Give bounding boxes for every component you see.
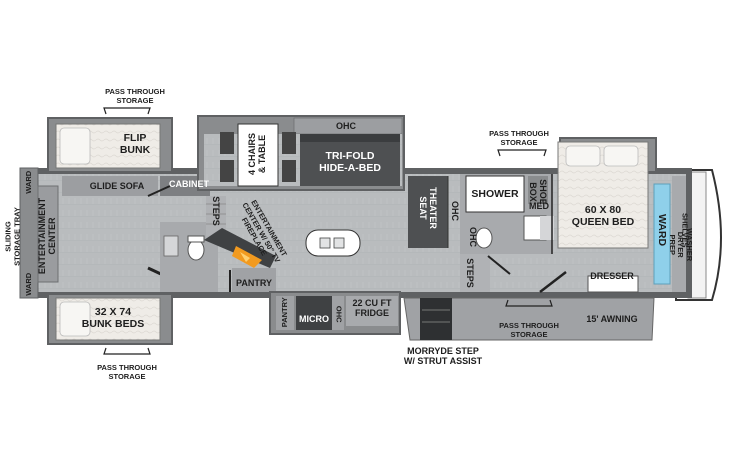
label-pantry-main: PANTRY	[236, 278, 272, 288]
pantry-main	[232, 268, 276, 292]
label-shower: SHOWER	[471, 188, 519, 200]
label-dresser: DRESSER	[590, 271, 634, 281]
wardrobe-right	[653, 183, 671, 285]
label-micro: MICRO	[299, 314, 329, 324]
queen-pillow-1	[565, 145, 601, 167]
bunk-beds-pillow	[59, 301, 91, 337]
label-sliding-storage-tray: SLIDING STORAGE TRAY	[3, 207, 22, 266]
fridge	[346, 296, 398, 326]
storage-door-top-left	[103, 107, 151, 115]
label-shelves: SHELVES	[680, 213, 690, 248]
toilet-left	[187, 239, 205, 261]
label-theater-seat: THEATER SEAT	[418, 187, 438, 229]
storage-door-bottom-right	[505, 299, 553, 307]
chair-4	[282, 160, 296, 182]
label-flip-bunk: FLIP BUNK	[119, 132, 151, 156]
storage-door-top-right	[497, 149, 547, 157]
storage-door-bottom-left	[103, 347, 151, 355]
label-cabinet: CABINET	[169, 179, 209, 189]
label-pass-through-storage-top-right: PASS THROUGH STORAGE	[489, 129, 549, 147]
kitchen-island	[305, 229, 361, 257]
label-pass-through-storage-top-left: PASS THROUGH STORAGE	[105, 87, 165, 105]
shelves-unit	[672, 176, 686, 292]
label-ohc-micro: OHC	[334, 305, 344, 323]
ohc-micro	[332, 296, 344, 330]
label-ward-top: WARD	[23, 170, 33, 194]
morryde-step	[420, 298, 452, 340]
label-steps-left: STEPS	[211, 196, 221, 226]
label-ward-right: WARD	[656, 213, 668, 247]
label-hide-a-bed: TRI-FOLD HIDE-A-BED	[319, 150, 381, 174]
label-ward-bottom: WARD	[23, 272, 33, 296]
label-fridge: 22 CU FT FRIDGE	[352, 298, 392, 318]
hide-a-bed-sofa	[300, 134, 400, 186]
steps-right-zone	[460, 254, 490, 292]
label-morryde-step: MORRYDE STEP W/ STRUT ASSIST	[403, 346, 483, 366]
label-pass-through-storage-bottom-right: PASS THROUGH STORAGE	[499, 321, 559, 339]
toilet-right	[475, 227, 493, 249]
awning	[403, 297, 655, 341]
sink-left	[163, 235, 179, 257]
microwave	[296, 296, 332, 330]
island-sink-1	[319, 237, 331, 249]
label-pass-through-storage-bottom-left: PASS THROUGH STORAGE	[97, 363, 157, 381]
med-cabinet	[540, 216, 554, 240]
label-ohc-theater: OHC	[450, 201, 460, 221]
island-sink-2	[333, 237, 345, 249]
label-med: MED	[529, 201, 549, 211]
label-bunk-beds: 32 X 74 BUNK BEDS	[81, 306, 145, 330]
glide-sofa	[62, 176, 158, 196]
queen-pillow-2	[603, 145, 639, 167]
label-pantry-small: PANTRY	[279, 297, 289, 328]
chair-1	[220, 132, 234, 154]
shoe-box	[528, 176, 548, 204]
pantry-small	[276, 296, 294, 330]
dresser	[587, 275, 639, 293]
label-entertainment-center-left: ENTERTAINMENT CENTER	[37, 197, 57, 275]
label-steps-right: STEPS	[465, 258, 475, 288]
entertainment-center-left-unit	[37, 185, 59, 283]
label-ohc-top: OHC	[336, 121, 356, 131]
chair-3	[282, 132, 296, 154]
label-queen-bed: 60 X 80 QUEEN BED	[571, 204, 635, 228]
chair-2	[220, 160, 234, 182]
theater-seat	[408, 176, 448, 248]
label-awning: 15' AWNING	[586, 314, 638, 324]
flip-bunk-pillow	[59, 127, 91, 165]
dinette-table	[237, 123, 279, 187]
shower	[465, 175, 525, 213]
label-ohc-bath: OHC	[468, 227, 478, 247]
label-glide-sofa: GLIDE SOFA	[89, 181, 145, 191]
label-chairs-table: 4 CHAIRS & TABLE	[247, 133, 267, 176]
